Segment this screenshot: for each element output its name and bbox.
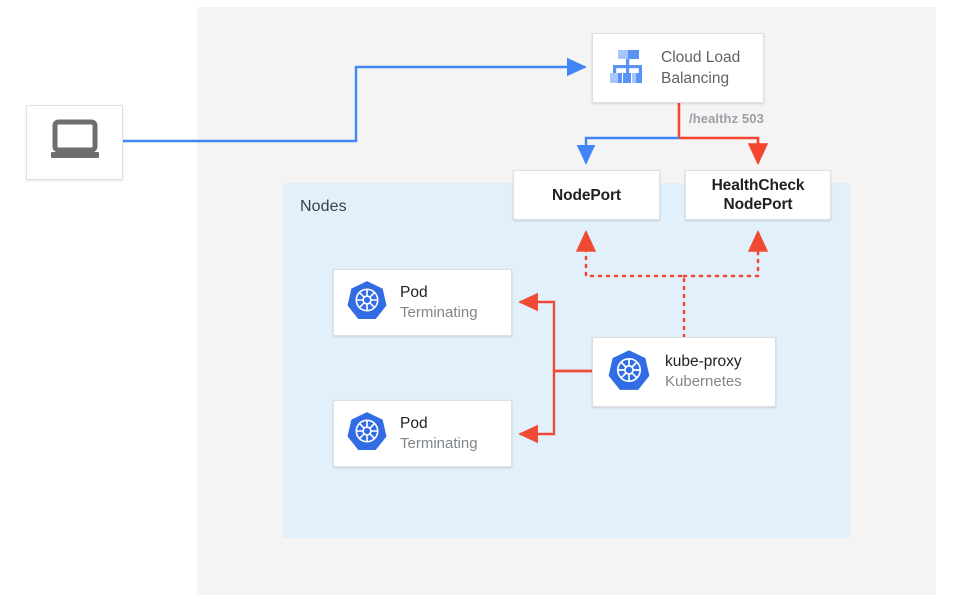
laptop-icon <box>48 119 102 166</box>
hcnp-line-1: HealthCheck <box>711 177 805 194</box>
pod-status: Terminating <box>400 303 478 321</box>
client-node[interactable] <box>26 105 123 180</box>
kube-proxy-name: kube-proxy <box>665 353 742 370</box>
kubernetes-icon <box>346 410 388 457</box>
pod-status: Terminating <box>400 434 478 452</box>
nodes-panel-label: Nodes <box>300 198 347 215</box>
cloud-load-balancing-node[interactable]: Cloud Load Balancing <box>592 33 764 103</box>
clb-line-1: Cloud Load <box>661 49 741 66</box>
cloud-load-balancing-label: Cloud Load Balancing <box>661 47 740 89</box>
healthcheck-nodeport-node[interactable]: HealthCheck NodePort <box>685 170 831 220</box>
healthz-status-label: /healthz 503 <box>689 111 764 126</box>
kube-proxy-subtitle: Kubernetes <box>665 373 742 390</box>
kubernetes-icon <box>607 348 651 397</box>
load-balancer-icon <box>605 45 647 92</box>
pod-text: Pod Terminating <box>400 283 478 323</box>
clb-line-2: Balancing <box>661 70 730 87</box>
pod-text: Pod Terminating <box>400 414 478 454</box>
nodeport-node[interactable]: NodePort <box>513 170 660 220</box>
kube-proxy-text: kube-proxy Kubernetes <box>665 352 742 392</box>
kube-proxy-node[interactable]: kube-proxy Kubernetes <box>592 337 776 407</box>
healthcheck-nodeport-label: HealthCheck NodePort <box>712 176 805 214</box>
pod-name: Pod <box>400 283 428 301</box>
kubernetes-icon <box>346 279 388 326</box>
pod-name: Pod <box>400 414 428 432</box>
hcnp-line-2: NodePort <box>723 196 793 213</box>
pod-node[interactable]: Pod Terminating <box>333 400 512 467</box>
nodeport-label: NodePort <box>552 186 621 204</box>
pod-node[interactable]: Pod Terminating <box>333 269 512 336</box>
